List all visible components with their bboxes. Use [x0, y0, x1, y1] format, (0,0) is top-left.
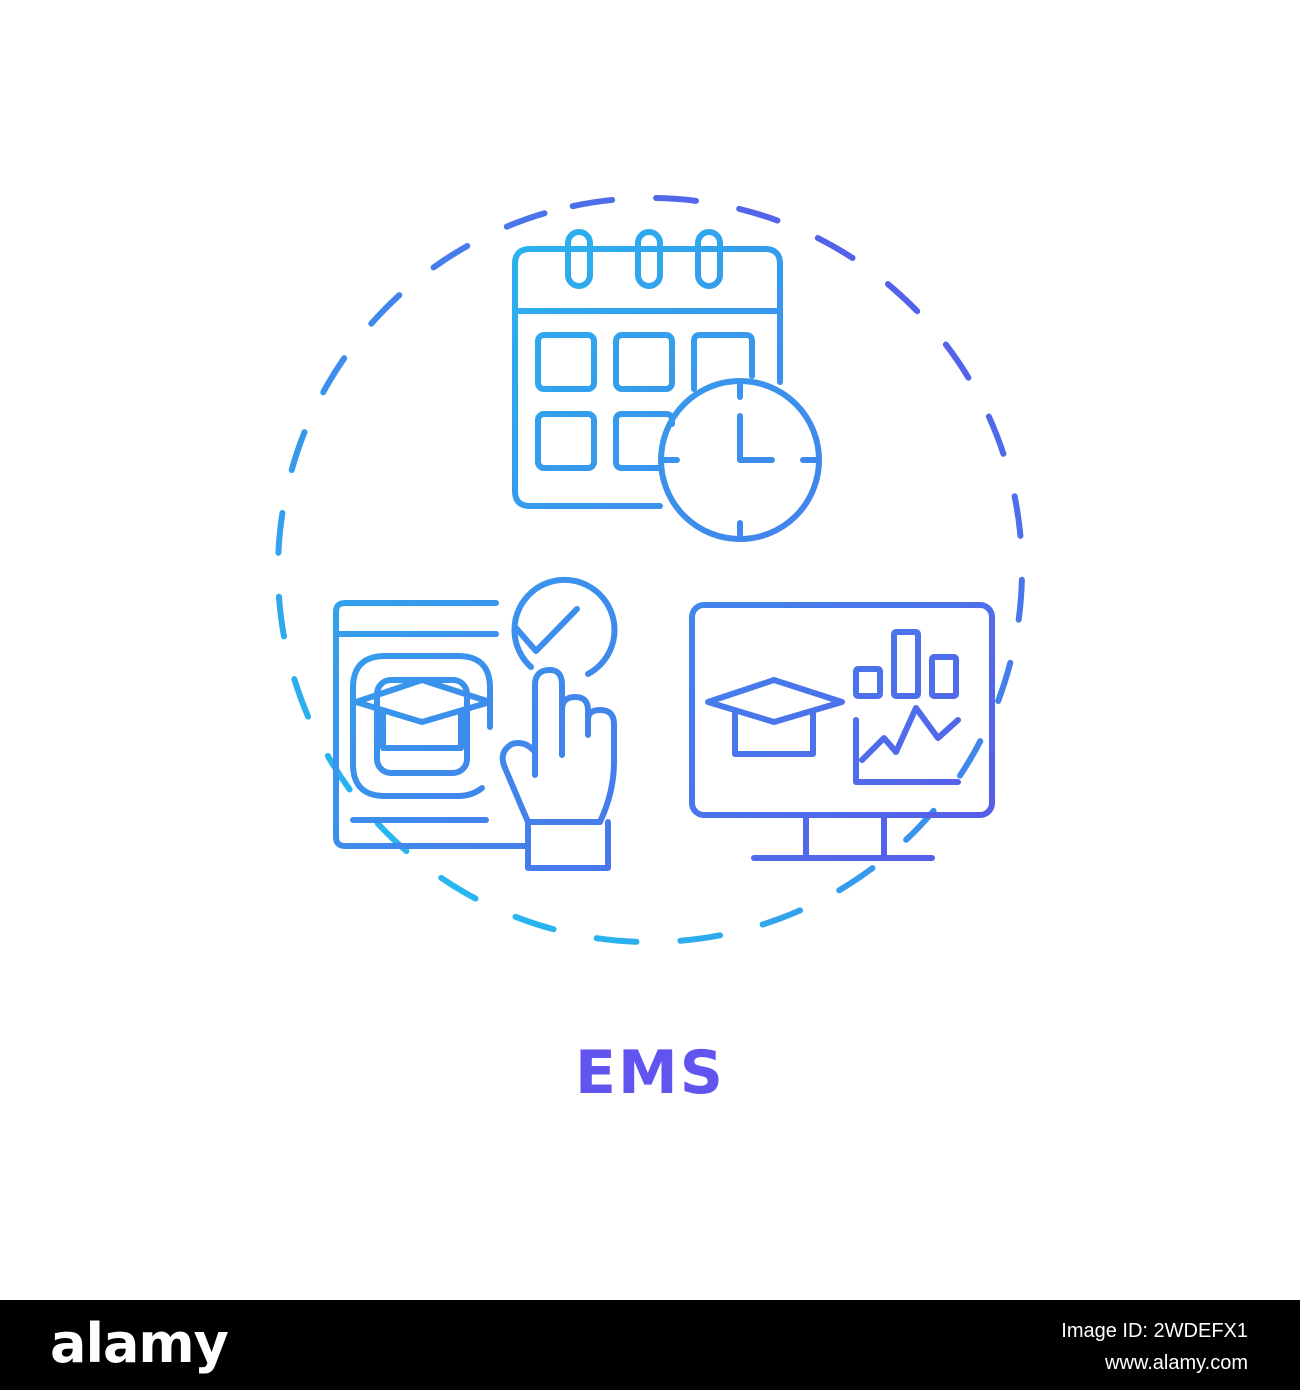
graduation-cap-icon — [353, 677, 493, 751]
ems-illustration — [275, 195, 1025, 945]
line-chart-icon — [853, 705, 961, 785]
course-enrollment-icon — [333, 600, 531, 849]
clock-icon — [658, 378, 822, 542]
calendar-icon — [512, 229, 783, 509]
footer-site: www.alamy.com — [1105, 1352, 1248, 1374]
monitor-analytics-icon — [689, 602, 995, 861]
watermark-footer: alamy Image ID: 2WDEFX1 www.alamy.com — [0, 1300, 1300, 1390]
footer-image-id: Image ID: 2WDEFX1 — [1061, 1320, 1248, 1342]
footer-logo: alamy — [50, 1312, 229, 1375]
dashed-circle — [275, 195, 1025, 945]
pointing-hand-icon — [499, 667, 617, 871]
checkmark-icon — [511, 576, 618, 677]
caption-title: EMS — [575, 1038, 725, 1108]
bar-chart-icon — [853, 629, 959, 699]
